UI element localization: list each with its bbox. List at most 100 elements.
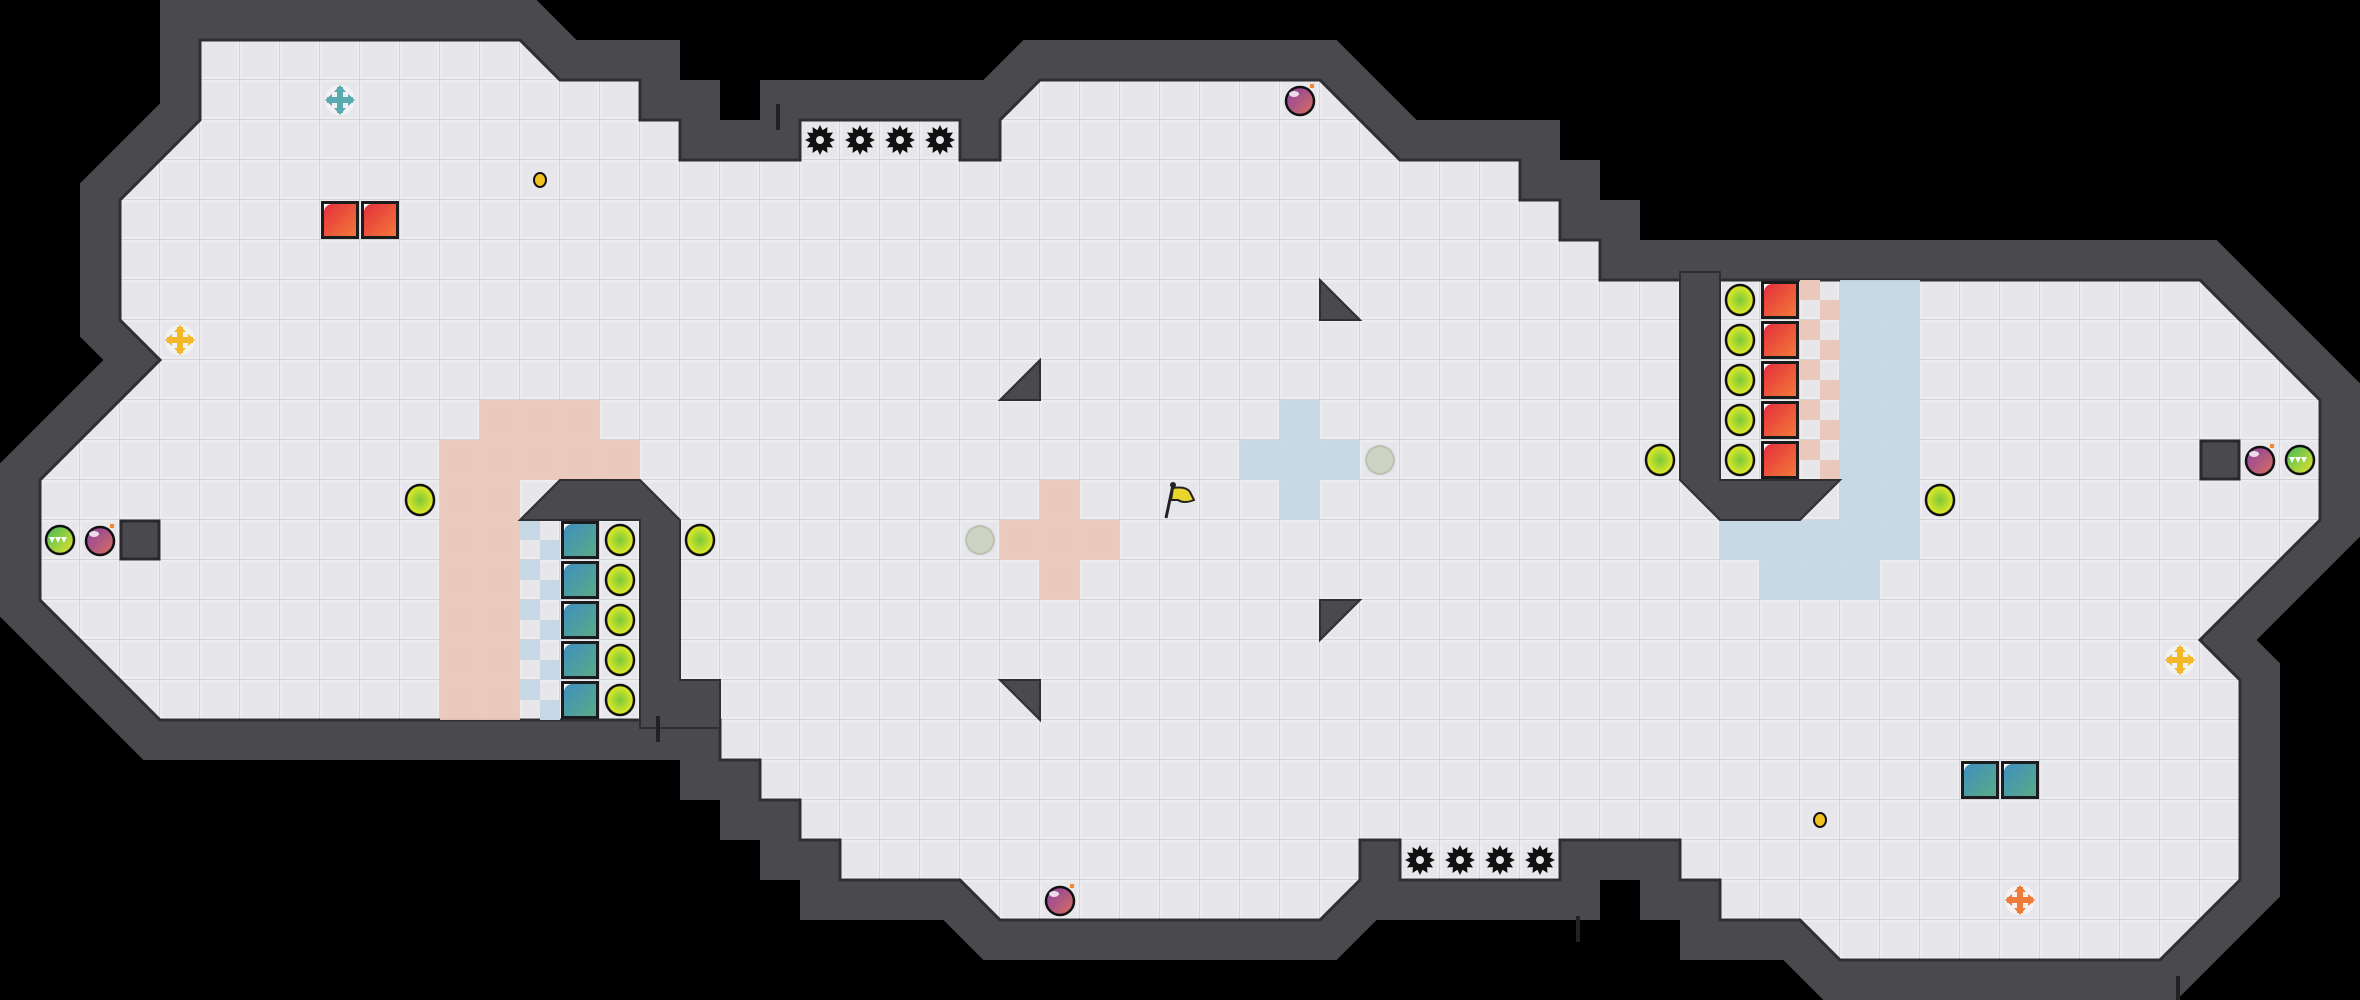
bomb-icon	[1044, 884, 1076, 917]
spike-icon	[925, 125, 955, 155]
checker-tile	[1820, 460, 1840, 480]
blue-zone-tile	[1880, 320, 1920, 360]
yellow-ball-icon	[1724, 323, 1756, 357]
yellow-ball-icon	[1724, 443, 1756, 477]
checker-tile	[520, 680, 540, 700]
checker-tile	[1800, 320, 1820, 340]
bomb-icon	[2244, 444, 2276, 477]
checker-tile	[1800, 440, 1820, 460]
teal-block-icon	[561, 681, 599, 719]
pink-zone-tile	[440, 680, 480, 720]
blue-zone-tile	[1720, 520, 1760, 560]
blue-zone-tile	[1880, 400, 1920, 440]
blue-zone-tile	[1280, 400, 1320, 440]
blue-zone-tile	[1760, 560, 1800, 600]
checker-tile	[520, 560, 540, 580]
blue-zone-tile	[1880, 520, 1920, 560]
move-cross-icon	[2005, 885, 2035, 915]
pink-zone-tile	[480, 480, 520, 520]
red-block-icon	[1761, 321, 1799, 359]
yellow-ball-icon	[1724, 403, 1756, 437]
teal-block-icon	[561, 601, 599, 639]
blue-zone-tile	[1800, 520, 1840, 560]
red-block-icon	[361, 201, 399, 239]
blue-zone-tile	[1320, 440, 1360, 480]
pink-zone-tile	[520, 440, 560, 480]
blue-zone-tile	[1840, 360, 1880, 400]
pink-zone-tile	[560, 440, 600, 480]
pink-zone-tile	[560, 400, 600, 440]
green-ball-icon	[44, 524, 76, 556]
teal-block-icon	[561, 561, 599, 599]
red-block-icon	[1761, 361, 1799, 399]
red-block-icon	[321, 201, 359, 239]
checker-tile	[540, 660, 560, 680]
pink-zone-tile	[440, 520, 480, 560]
yellow-ball-icon	[604, 683, 636, 717]
yellow-ball-icon	[604, 603, 636, 637]
blue-zone-tile	[1840, 520, 1880, 560]
yellow-ball-icon	[1924, 483, 1956, 517]
blue-zone-tile	[1280, 480, 1320, 520]
wall-triangle	[1319, 277, 1363, 321]
checker-tile	[1820, 380, 1840, 400]
coin-icon	[1813, 812, 1827, 828]
coin-icon	[533, 172, 547, 188]
pink-zone-tile	[440, 560, 480, 600]
flag-icon	[1164, 482, 1196, 519]
pink-zone-tile	[440, 480, 480, 520]
yellow-ball-icon	[604, 523, 636, 557]
pink-zone-tile	[1040, 560, 1080, 600]
spike-icon	[1445, 845, 1475, 875]
yellow-ball-icon	[604, 643, 636, 677]
blue-zone-tile	[1840, 440, 1880, 480]
move-cross-icon	[325, 85, 355, 115]
pink-zone-tile	[600, 440, 640, 480]
wall-triangle	[997, 679, 1041, 723]
yellow-ball-icon	[604, 563, 636, 597]
teal-block-icon	[561, 521, 599, 559]
checker-tile	[540, 620, 560, 640]
pink-zone-tile	[480, 440, 520, 480]
bomb-icon	[84, 524, 116, 557]
checker-tile	[1820, 420, 1840, 440]
pink-zone-tile	[440, 640, 480, 680]
checker-tile	[540, 580, 560, 600]
checker-tile	[1820, 340, 1840, 360]
red-block-icon	[1761, 441, 1799, 479]
door-slit	[1576, 916, 1580, 942]
checker-tile	[520, 600, 540, 620]
checker-tile	[1800, 280, 1820, 300]
red-block-icon	[1761, 281, 1799, 319]
blue-zone-tile	[1880, 280, 1920, 320]
checker-tile	[540, 700, 560, 720]
spike-icon	[805, 125, 835, 155]
yellow-ball-icon	[1724, 363, 1756, 397]
checker-tile	[520, 520, 540, 540]
blue-zone-tile	[1840, 320, 1880, 360]
blue-zone-tile	[1840, 400, 1880, 440]
blue-zone-tile	[1280, 440, 1320, 480]
grey-ball-icon	[1365, 445, 1395, 475]
door-slit	[656, 716, 660, 742]
pink-zone-tile	[480, 600, 520, 640]
checker-tile	[1800, 360, 1820, 380]
pink-zone-tile	[1000, 520, 1040, 560]
checker-tile	[520, 640, 540, 660]
checker-tile	[540, 540, 560, 560]
bomb-icon	[1284, 84, 1316, 117]
blue-zone-tile	[1840, 480, 1880, 520]
pink-zone-tile	[480, 400, 520, 440]
spike-icon	[1485, 845, 1515, 875]
pink-zone-tile	[480, 560, 520, 600]
pink-zone-tile	[1080, 520, 1120, 560]
pink-zone-tile	[1040, 480, 1080, 520]
spike-icon	[845, 125, 875, 155]
wall-triangle	[997, 357, 1041, 401]
pink-zone-tile	[1040, 520, 1080, 560]
wall-block-icon	[2199, 439, 2241, 481]
pink-zone-tile	[480, 520, 520, 560]
inner-wall-right-enclosure	[1679, 271, 1843, 521]
